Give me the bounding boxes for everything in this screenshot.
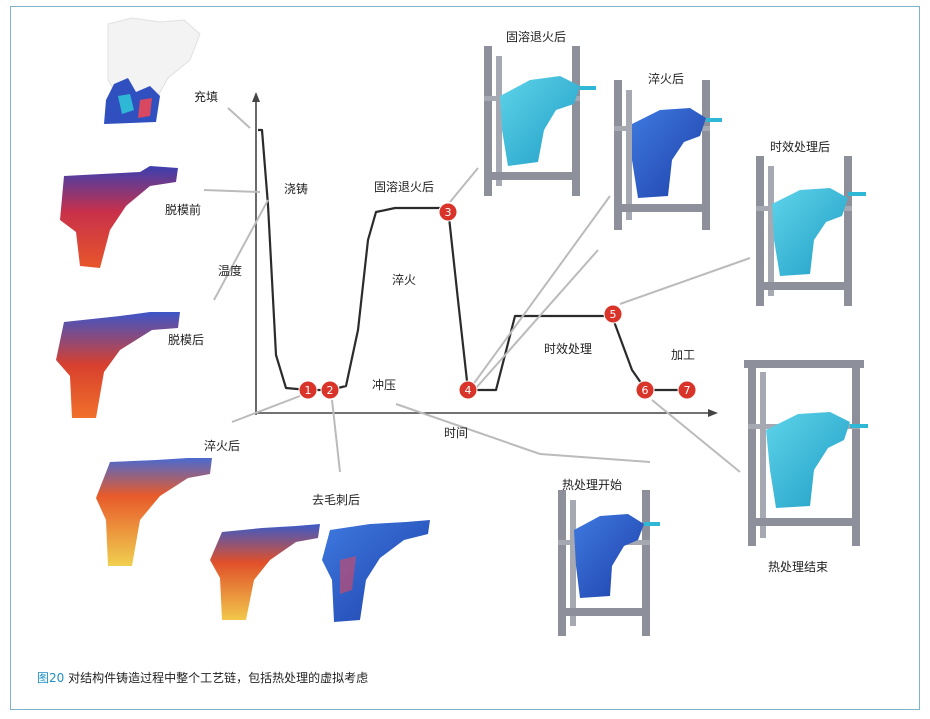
- label-after-solution-annealing: 固溶退火后: [506, 30, 567, 44]
- figure-number: 图20: [37, 671, 65, 685]
- label-stamping: 冲压: [372, 378, 397, 392]
- svg-text:1: 1: [305, 384, 312, 397]
- label-after-quenching-right: 淬火后: [648, 72, 685, 86]
- after-aging-image: [756, 156, 866, 306]
- marker-1: 1: [298, 380, 318, 400]
- before-demolding-image: [60, 166, 178, 268]
- label-heat-treatment-end: 热处理结束: [768, 560, 829, 574]
- label-after-aging: 时效处理后: [770, 140, 831, 154]
- label-solution-annealing-curve: 固溶退火后: [374, 180, 435, 194]
- svg-text:3: 3: [445, 206, 452, 219]
- label-after-deburring: 去毛刺后: [312, 493, 361, 507]
- label-after-demolding: 脱模后: [168, 333, 205, 347]
- svg-text:4: 4: [465, 384, 472, 397]
- after-deburring-image: [210, 520, 430, 622]
- marker-3: 3: [438, 202, 458, 222]
- after-demolding-image: [56, 312, 180, 418]
- after-solution-annealing-image: [484, 46, 596, 196]
- after-quenching-right-image: [614, 80, 722, 230]
- temperature-curve: [258, 128, 688, 392]
- x-axis-label: 时间: [444, 426, 469, 440]
- label-after-quenching-left: 淬火后: [204, 439, 241, 453]
- label-casting: 浇铸: [284, 182, 309, 196]
- caption-text: 对结构件铸造过程中整个工艺链，包括热处理的虚拟考虑: [64, 671, 369, 685]
- label-aging-curve: 时效处理: [544, 342, 593, 356]
- svg-text:6: 6: [642, 384, 649, 397]
- axes: [252, 92, 718, 417]
- label-quenching-curve: 淬火: [392, 273, 417, 287]
- svg-text:2: 2: [327, 384, 334, 397]
- figure-caption: 图20 对结构件铸造过程中整个工艺链，包括热处理的虚拟考虑: [37, 669, 368, 686]
- label-before-demolding: 脱模前: [165, 203, 202, 217]
- fill-simulation-image: [104, 17, 201, 124]
- y-axis-label: 温度: [218, 264, 243, 278]
- label-machining: 加工: [671, 348, 696, 362]
- markers: 1 2 3 4 5 6 7: [298, 202, 697, 400]
- marker-6: 6: [635, 380, 655, 400]
- leader-lines: [203, 107, 751, 473]
- marker-5: 5: [603, 304, 623, 324]
- after-quenching-left-image: [96, 458, 212, 566]
- heat-treatment-start-image: [558, 490, 660, 636]
- svg-text:7: 7: [684, 384, 691, 397]
- marker-4: 4: [458, 380, 478, 400]
- marker-2: 2: [320, 380, 340, 400]
- label-heat-treatment-start: 热处理开始: [562, 478, 623, 492]
- heat-treatment-end-image: [744, 360, 868, 546]
- label-filling: 充填: [194, 90, 219, 104]
- marker-7: 7: [677, 380, 697, 400]
- svg-text:5: 5: [610, 308, 617, 321]
